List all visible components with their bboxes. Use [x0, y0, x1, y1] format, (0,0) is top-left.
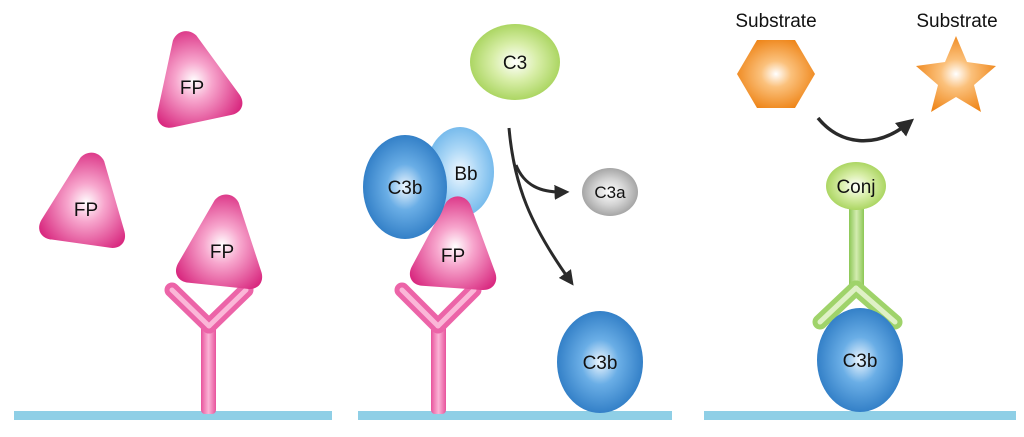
curved-arrow-icon: [514, 164, 570, 200]
c3b-label: C3b: [843, 351, 878, 372]
panel-2: C3 Bb FP C3b C3a C3b: [358, 24, 672, 420]
c3b-label: C3b: [583, 353, 618, 374]
c3b-label: C3b: [388, 178, 423, 199]
fp-label: FP: [74, 200, 98, 221]
fp-label: FP: [180, 78, 204, 99]
antibody-icon: [394, 282, 482, 414]
hexagon-icon: [737, 40, 815, 108]
fp-label: FP: [210, 242, 234, 263]
conj-molecule: [826, 162, 886, 210]
conj-label: Conj: [836, 177, 875, 198]
bb-label: Bb: [454, 164, 477, 185]
antibody-icon: [812, 198, 903, 330]
substrate-label: Substrate: [916, 11, 997, 32]
curved-arrow-icon: [816, 116, 915, 143]
c3-label: C3: [503, 53, 527, 74]
fp-protein: FP: [157, 31, 243, 128]
fp-protein: FP: [409, 196, 497, 290]
membrane-surface: [704, 411, 1016, 420]
c3b-protein: [363, 135, 447, 239]
panel-1: FP FP FP: [14, 31, 332, 420]
curved-arrow-icon: [507, 127, 574, 286]
fp-protein: FP: [175, 194, 263, 289]
panel-3: Substrate Substrate Conj C3b: [704, 11, 1016, 420]
substrate-label: Substrate: [735, 11, 816, 32]
fp-protein: FP: [39, 152, 126, 248]
c3a-label: C3a: [594, 183, 626, 202]
membrane-surface: [14, 411, 332, 420]
c3b-protein: [817, 308, 903, 412]
c3b-protein: [557, 311, 643, 413]
c3-protein: [470, 24, 560, 100]
star-icon: [916, 36, 996, 112]
fp-label: FP: [441, 246, 465, 267]
antibody-icon: [164, 282, 254, 414]
c3a-fragment: [582, 168, 638, 216]
membrane-surface: [358, 411, 672, 420]
